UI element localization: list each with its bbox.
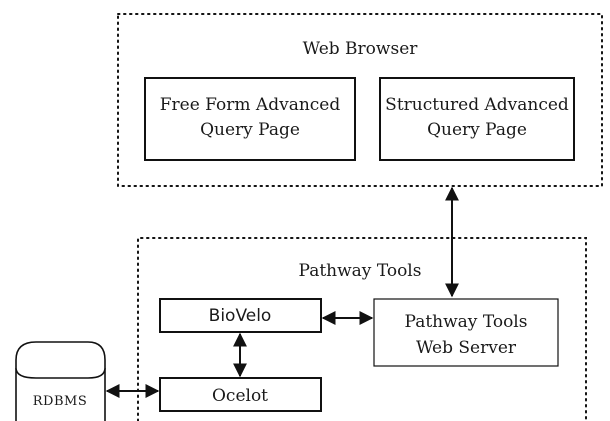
free-form-line2: Query Page xyxy=(200,120,300,140)
biovelo-component: BioVelo xyxy=(159,298,322,333)
ocelot-label: Ocelot xyxy=(212,386,268,406)
structured-query-page: Structured Advanced Query Page xyxy=(379,77,575,161)
web-browser-group: Web Browser xyxy=(117,13,603,187)
free-form-query-page: Free Form Advanced Query Page xyxy=(144,77,356,161)
biovelo-label: BioVelo xyxy=(209,306,272,326)
rdbms-cylinder-band xyxy=(15,367,106,379)
biovelo-box xyxy=(159,298,322,333)
structured-line1: Structured Advanced xyxy=(385,95,569,115)
ocelot-component: Ocelot xyxy=(159,377,322,412)
web-browser-boundary xyxy=(117,13,603,187)
structured-query-box xyxy=(379,77,575,161)
ocelot-box xyxy=(159,377,322,412)
structured-line2: Query Page xyxy=(427,120,527,140)
web-browser-label: Web Browser xyxy=(303,39,419,59)
free-form-line1: Free Form Advanced xyxy=(160,95,341,115)
pathway-web-server-line1: Pathway Tools xyxy=(405,312,528,332)
pathway-tools-boundary xyxy=(137,237,587,421)
pathway-web-server-box xyxy=(373,298,559,367)
pathway-tools-group: Pathway Tools xyxy=(137,237,587,421)
free-form-query-box xyxy=(144,77,356,161)
pathway-web-server-component: Pathway Tools Web Server xyxy=(373,298,559,367)
rdbms-cylinder-body xyxy=(15,341,106,421)
pathway-tools-label: Pathway Tools xyxy=(299,261,422,281)
pathway-web-server-line2: Web Server xyxy=(416,338,517,358)
rdbms-label: RDBMS xyxy=(33,394,87,409)
rdbms-database: RDBMS xyxy=(15,341,106,421)
